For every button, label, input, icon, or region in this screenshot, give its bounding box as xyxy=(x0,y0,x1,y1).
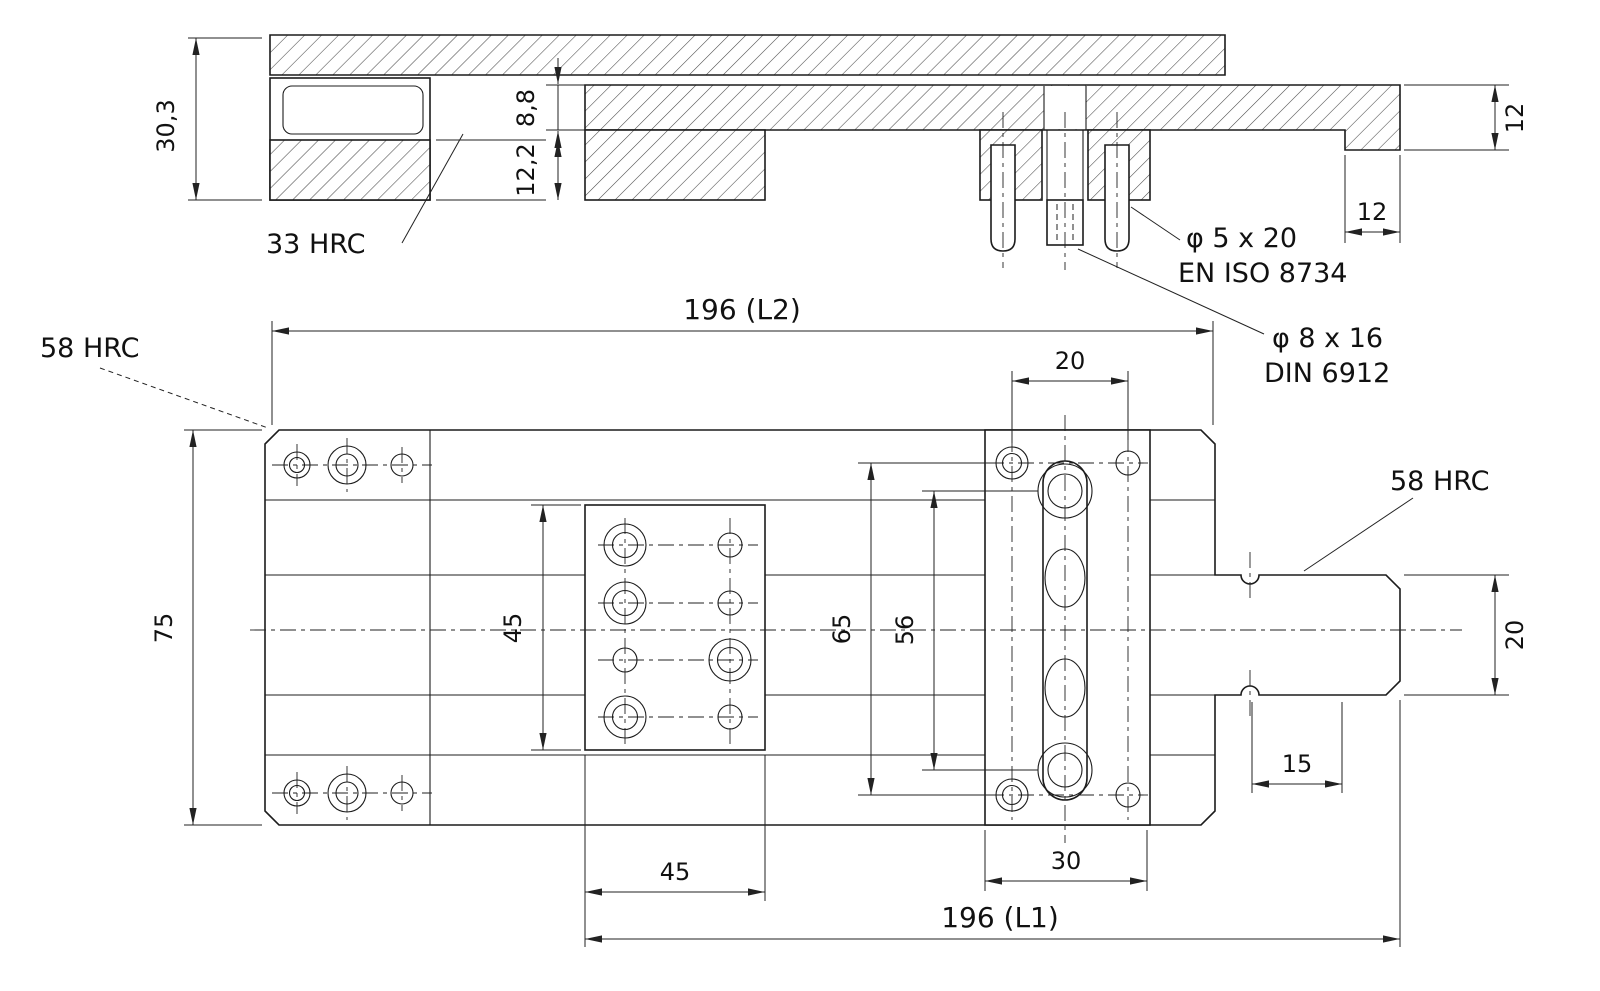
callout-screw-standard: DIN 6912 xyxy=(1264,358,1390,389)
dim-plate-thickness: 8,8 xyxy=(512,89,540,127)
label-33hrc: 33 HRC xyxy=(266,229,366,260)
dim-overall-height: 30,3 xyxy=(152,99,180,152)
dim-width-75: 75 xyxy=(150,613,178,644)
dowel-pin-right xyxy=(1104,144,1130,252)
section-centerlines xyxy=(1002,112,1118,270)
dim-span-56: 56 xyxy=(891,615,919,646)
label-58hrc-left: 58 HRC xyxy=(40,333,140,364)
dim-length-l2: 196 (L2) xyxy=(683,293,801,326)
dim-end-height: 12 xyxy=(1501,103,1529,134)
callout-pin-size: φ 5 x 20 xyxy=(1186,223,1297,254)
callout-screw-size: φ 8 x 16 xyxy=(1272,323,1383,354)
dim-slot-spacing-30: 30 xyxy=(1051,847,1082,875)
plan-centerlines xyxy=(250,415,1462,843)
callout-pin-standard: EN ISO 8734 xyxy=(1178,258,1348,289)
dowel-pin-left xyxy=(990,144,1016,252)
plan-middle-plate xyxy=(584,504,766,751)
section-geometry xyxy=(269,34,1401,252)
dim-tongue-width: 20 xyxy=(1501,620,1529,651)
section-view: 30,3 8,8 12,2 12 12 33 HRC φ 5 x 20 EN I… xyxy=(152,34,1529,389)
dim-end-length: 12 xyxy=(1357,198,1388,226)
dim-hole-field-height: 45 xyxy=(499,613,527,644)
slot-outline xyxy=(1042,460,1088,801)
dim-length-l1: 196 (L1) xyxy=(941,901,1059,934)
plan-view: 196 (L2) 20 75 45 65 56 20 15 30 45 196 … xyxy=(40,293,1529,947)
plan-slot-plate xyxy=(984,429,1151,826)
dim-span-65: 65 xyxy=(828,614,856,645)
dim-base-thickness: 12,2 xyxy=(512,143,540,196)
section-dimensions xyxy=(188,37,1509,335)
dim-hole-spacing-top: 20 xyxy=(1055,347,1086,375)
dim-hole-field-width: 45 xyxy=(660,858,691,886)
plan-left-holes xyxy=(272,438,432,820)
label-58hrc-right: 58 HRC xyxy=(1390,466,1490,497)
dim-tongue-length: 15 xyxy=(1282,750,1313,778)
plan-dimensions xyxy=(99,321,1509,947)
